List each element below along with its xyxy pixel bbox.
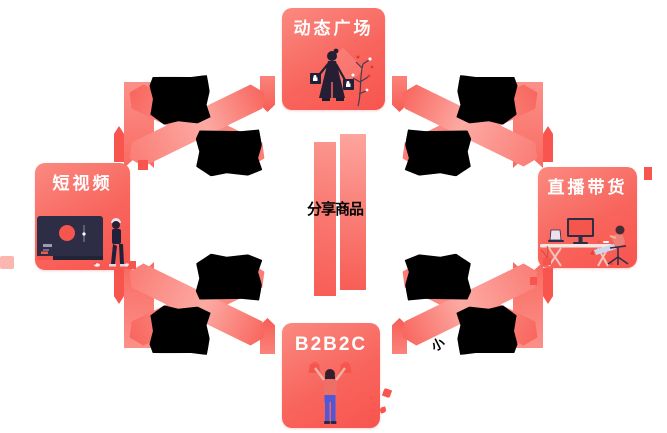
card-short-video[interactable]: 短视频 — [35, 163, 130, 270]
decor-square — [0, 256, 14, 269]
arrow-cluster-top-left — [114, 74, 275, 178]
branch-icon — [352, 59, 370, 107]
decor-square — [530, 277, 537, 285]
garbled-label-blob — [456, 305, 518, 355]
leaf-decoration — [367, 396, 376, 423]
decor-square — [138, 160, 148, 170]
center-arrow-bar-left — [314, 142, 336, 296]
card-title: 直播带货 — [547, 178, 628, 197]
play-icon — [59, 225, 75, 241]
live-streaming-desk-illustration — [540, 218, 629, 267]
card-title: 短视频 — [52, 174, 113, 193]
decor-leaf — [381, 387, 393, 399]
garbled-label-blob — [405, 129, 472, 176]
decor-square — [127, 261, 136, 269]
desk — [540, 244, 612, 248]
center-arrow-bar-right — [340, 134, 366, 290]
progress-bar — [37, 256, 53, 260]
garbled-label-blob — [149, 75, 211, 125]
arrow-tip-icon — [114, 268, 124, 304]
like-card-icon — [343, 79, 354, 90]
center-label: 分享商品 — [306, 201, 364, 218]
laptop-icon — [548, 229, 564, 242]
desk-legs — [548, 247, 609, 267]
arrow-tip-icon — [543, 268, 553, 304]
decor-square — [644, 167, 652, 180]
decor-leaf — [379, 406, 387, 414]
woman-figure — [314, 367, 346, 424]
b2b2c-shopper-illustration — [308, 362, 376, 424]
card-b2b2c[interactable]: B2B2C — [282, 323, 380, 428]
arrow-tip-icon — [260, 76, 275, 112]
garbled-label-blob — [456, 75, 518, 125]
monitor-icon — [567, 218, 594, 244]
plant-icon — [540, 245, 614, 266]
short-video-player-illustration — [37, 216, 130, 267]
garbled-label-blob — [405, 253, 472, 300]
dynamic-plaza-illustration — [310, 47, 374, 107]
garbled-label-blob — [196, 253, 263, 300]
card-title: B2B2C — [294, 334, 368, 355]
card-dynamic-plaza[interactable]: 动态广场 — [282, 8, 385, 110]
card-live-streaming[interactable]: 直播带货 — [538, 167, 637, 268]
person-on-chair — [590, 225, 629, 265]
arrow-cluster-bottom-left — [114, 252, 272, 356]
person-figure — [109, 218, 127, 267]
arrow-tip-icon — [543, 126, 553, 162]
garbled-label-blob — [196, 129, 263, 176]
arrow-tip-icon — [114, 126, 124, 162]
arrow-cluster-bottom-right — [395, 252, 553, 356]
garbled-label-blob — [149, 305, 211, 355]
arrow-cluster-top-right — [395, 74, 553, 178]
card-title: 动态广场 — [293, 19, 374, 38]
like-card-icon — [310, 73, 321, 84]
bird-icon — [94, 262, 130, 267]
